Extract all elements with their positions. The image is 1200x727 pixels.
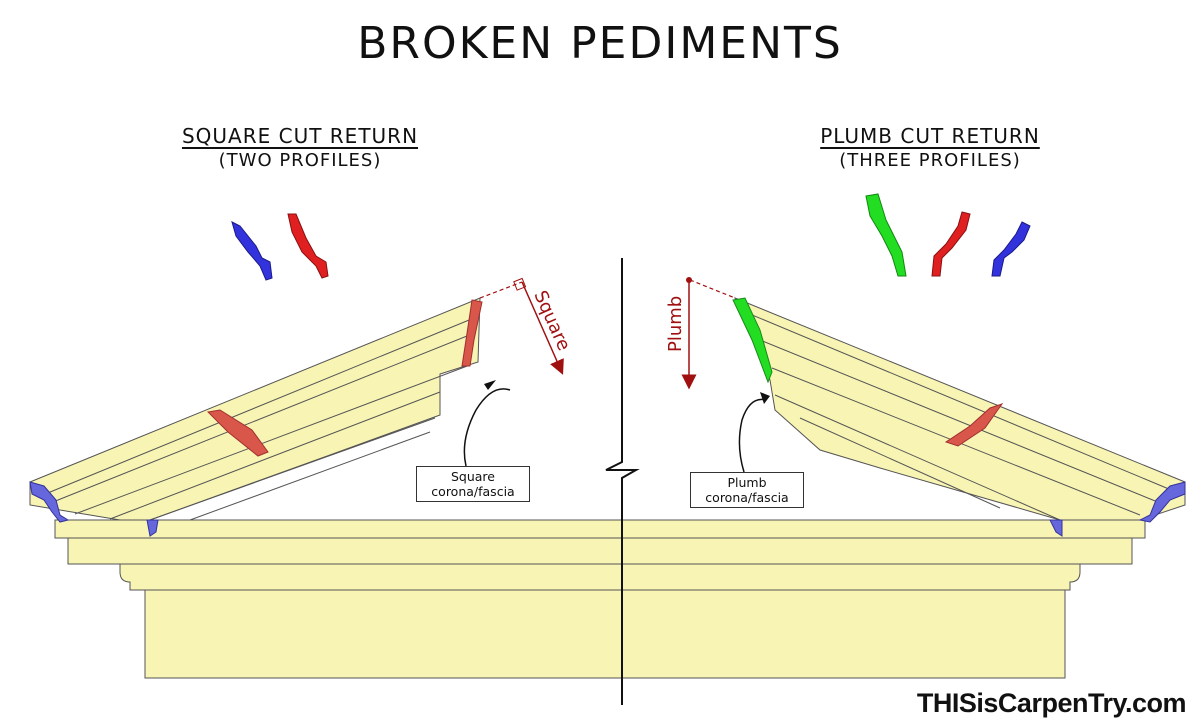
page-title: BROKEN PEDIMENTS [357, 18, 843, 69]
brand-logo-text: THISisCarpenTry.com [916, 688, 1187, 718]
left-rake-top-band [29, 297, 481, 521]
right-return-profile [1138, 481, 1186, 523]
square-callout-line1: Square [450, 469, 495, 484]
right-inner-return-profile [1049, 519, 1063, 537]
left-inner-return-profile [146, 519, 159, 537]
square-cut-subheading: (TWO PROFILES) [218, 150, 382, 171]
left-red-profile [287, 213, 329, 279]
right-red-profile [931, 211, 971, 277]
left-rake-coped-joint [206, 409, 269, 457]
left-raking-cornice [29, 297, 481, 521]
square-cut-heading: SQUARE CUT RETURN [181, 124, 419, 148]
left-callout-leader [463, 388, 511, 467]
horizontal-cornice [54, 519, 1146, 679]
right-callout-arrowhead [760, 392, 770, 404]
square-cut-label: Square [529, 287, 574, 353]
right-plumb-cut-face [732, 297, 773, 384]
horizontal-cornice-cap [54, 519, 1146, 539]
square-callout-line2: corona/fascia [431, 484, 515, 499]
break-line [605, 258, 640, 705]
left-square-cut-face [461, 299, 483, 367]
right-callout-leader [738, 398, 767, 473]
square-cut-heading-block: SQUARE CUT RETURN (TWO PROFILES) [150, 124, 450, 171]
plumb-cut-label: Plumb [665, 296, 686, 352]
square-cut-annotation: Square [479, 277, 574, 375]
plumb-cut-heading: PLUMB CUT RETURN [820, 124, 1040, 148]
plumb-callout-line2: corona/fascia [705, 490, 789, 505]
right-raking-cornice [734, 297, 1186, 521]
plumb-cut-subheading: (THREE PROFILES) [839, 150, 1021, 171]
plumb-cut-heading-block: PLUMB CUT RETURN (THREE PROFILES) [780, 124, 1080, 171]
square-corona-callout: Square corona/fascia [416, 466, 530, 502]
plumb-cut-annotation: Plumb [665, 277, 736, 390]
horizontal-cornice-fascia [67, 537, 1133, 565]
left-callout-arrowhead [484, 380, 496, 390]
right-rake-coped-joint [944, 403, 1004, 447]
plumb-corona-callout: Plumb corona/fascia [690, 472, 804, 508]
horizontal-cornice-bedmold [119, 563, 1081, 591]
left-return-profile [29, 481, 70, 523]
frieze [144, 589, 1066, 679]
left-blue-profile [231, 221, 273, 281]
right-green-profile [865, 193, 907, 277]
right-blue-profile [991, 221, 1031, 277]
plumb-callout-line1: Plumb [727, 475, 767, 490]
